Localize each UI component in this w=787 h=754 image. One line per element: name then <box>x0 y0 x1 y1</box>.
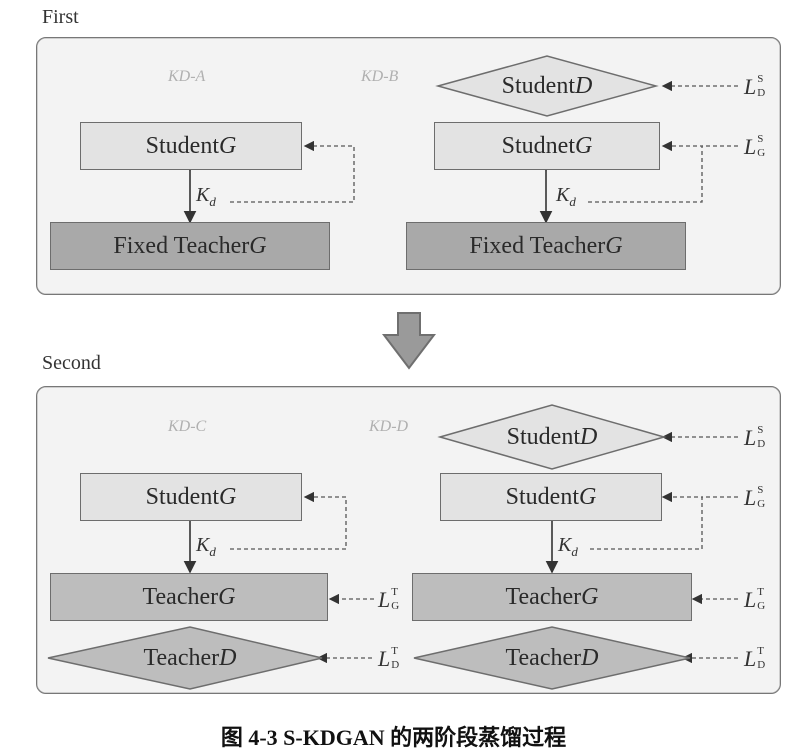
kd-b-student-d-diamond <box>435 55 659 117</box>
kd-d-teacher-d-label: Teacher D <box>505 644 599 671</box>
kd-c-teacher-d-label: Teacher D <box>143 644 237 671</box>
node-var: G <box>219 483 237 510</box>
kd-b-studnet-g-box: Studnet G <box>434 122 660 170</box>
node-var: G <box>605 232 623 259</box>
kd-d-teacher-g-box: Teacher G <box>412 573 692 621</box>
node-var: G <box>219 132 237 159</box>
node-label: Fixed Teacher <box>113 232 250 259</box>
kd-b-label: KD-B <box>361 68 399 85</box>
kd-d-student-g-box: Student G <box>440 473 662 521</box>
kd-c-label: KD-C <box>168 418 207 435</box>
node-label: Teacher <box>505 583 582 610</box>
node-label: Teacher <box>142 583 219 610</box>
kd-a-fixed-teacher-g-box: Fixed Teacher G <box>50 222 330 270</box>
node-var: G <box>218 583 236 610</box>
stage-first-label: First <box>42 6 79 28</box>
node-label: Student <box>145 483 219 510</box>
stage-second-label: Second <box>42 352 101 374</box>
node-var: G <box>249 232 267 259</box>
kd-a-label: KD-A <box>168 68 206 85</box>
kd-d-student-d-diamond <box>437 404 667 470</box>
kd-c-teacher-d-diamond <box>47 626 323 690</box>
node-var: G <box>575 132 593 159</box>
kd-c-teacher-g-box: Teacher G <box>50 573 328 621</box>
node-var: G <box>581 583 599 610</box>
kd-d-kd-label: Kd <box>558 534 578 559</box>
kd-b-student-d-label: Student D <box>501 72 593 99</box>
node-label: Student <box>505 483 579 510</box>
node-var: G <box>579 483 597 510</box>
kd-b-kd-label: Kd <box>556 184 576 209</box>
kd-b-fixed-teacher-g-box: Fixed Teacher G <box>406 222 686 270</box>
node-label: Studnet <box>501 132 575 159</box>
node-label: Student <box>145 132 219 159</box>
kd-a-kd-label: Kd <box>196 184 216 209</box>
kd-d-student-d-label: Student D <box>506 423 598 450</box>
kd-c-kd-label: Kd <box>196 534 216 559</box>
kd-a-student-g-box: Student G <box>80 122 302 170</box>
node-label: Fixed Teacher <box>469 232 606 259</box>
kd-c-student-g-box: Student G <box>80 473 302 521</box>
figure-caption: 图 4-3 S-KDGAN 的两阶段蒸馏过程 <box>220 725 567 750</box>
stage-transition-arrow <box>381 312 437 370</box>
kd-d-teacher-d-diamond <box>413 626 691 690</box>
kd-d-label: KD-D <box>369 418 409 435</box>
